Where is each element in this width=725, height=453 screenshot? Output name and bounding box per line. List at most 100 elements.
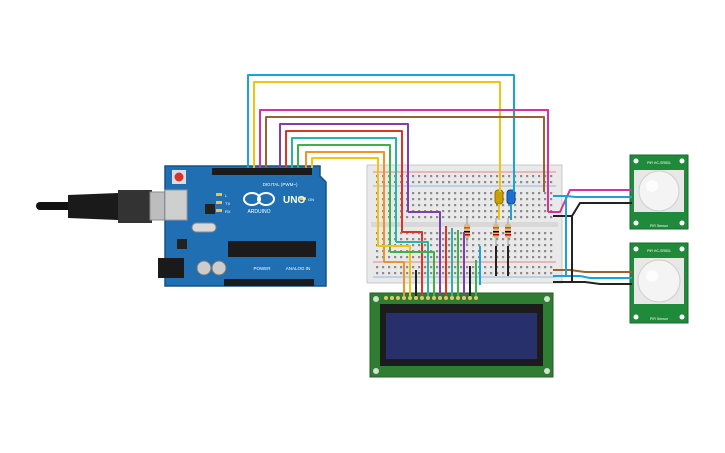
- breadboard-hole: [526, 266, 529, 269]
- breadboard-hole: [472, 198, 475, 201]
- breadboard-hole: [472, 238, 475, 241]
- breadboard-hole: [376, 272, 379, 275]
- breadboard-hole: [448, 266, 451, 269]
- breadboard-hole: [454, 175, 457, 178]
- breadboard-hole: [448, 238, 451, 241]
- breadboard-hole: [448, 256, 451, 259]
- breadboard-hole: [406, 272, 409, 275]
- breadboard-hole: [430, 272, 433, 275]
- breadboard-hole: [544, 198, 547, 201]
- breadboard-hole: [430, 198, 433, 201]
- breadboard-hole: [496, 181, 499, 184]
- resistor-1[interactable]: [464, 218, 470, 246]
- breadboard-hole: [550, 181, 553, 184]
- breadboard-hole: [496, 250, 499, 253]
- pir-sensor-top[interactable]: PIR HC-SR501 PIR Sensor: [629, 154, 689, 230]
- breadboard-hole: [508, 256, 511, 259]
- breadboard-hole: [544, 210, 547, 213]
- breadboard-hole: [520, 181, 523, 184]
- breadboard-hole: [418, 244, 421, 247]
- breadboard-hole: [478, 232, 481, 235]
- breadboard-hole: [424, 198, 427, 201]
- breadboard-hole: [538, 266, 541, 269]
- breadboard-hole: [412, 232, 415, 235]
- breadboard-hole: [430, 256, 433, 259]
- breadboard-hole: [460, 256, 463, 259]
- lcd-pin: [456, 296, 460, 300]
- wire-red: [285, 130, 403, 232]
- breadboard-hole: [532, 192, 535, 195]
- breadboard-hole: [454, 250, 457, 253]
- breadboard-hole: [412, 272, 415, 275]
- lcd-pin: [390, 296, 394, 300]
- pir-sensor-bottom[interactable]: PIR HC-SR501 PIR Sensor: [629, 242, 689, 324]
- resistor-2[interactable]: [493, 218, 499, 246]
- breadboard-hole: [448, 181, 451, 184]
- breadboard-hole: [484, 192, 487, 195]
- led-blue[interactable]: [506, 189, 516, 205]
- breadboard-hole: [466, 175, 469, 178]
- breadboard-hole: [514, 256, 517, 259]
- breadboard-hole: [490, 232, 493, 235]
- breadboard-hole: [430, 192, 433, 195]
- breadboard-hole: [526, 272, 529, 275]
- breadboard-hole: [544, 244, 547, 247]
- breadboard-hole: [376, 256, 379, 259]
- breadboard-hole: [484, 210, 487, 213]
- breadboard-hole: [454, 272, 457, 275]
- pir-top-side-label: PIR Sensor: [650, 224, 669, 228]
- breadboard-hole: [472, 250, 475, 253]
- arduino-uno-board[interactable]: ARDUINO UNO DIGITAL (PWM~) POWER ANALOG …: [158, 165, 327, 287]
- breadboard-hole: [502, 238, 505, 241]
- breadboard-hole: [448, 192, 451, 195]
- breadboard-hole: [412, 216, 415, 219]
- breadboard-hole: [448, 198, 451, 201]
- breadboard-hole: [424, 244, 427, 247]
- breadboard-hole: [544, 204, 547, 207]
- lcd-display[interactable]: [369, 292, 554, 378]
- breadboard-hole: [412, 244, 415, 247]
- breadboard-hole: [490, 256, 493, 259]
- pir-dome: [637, 259, 681, 303]
- breadboard-hole: [544, 216, 547, 219]
- breadboard-hole: [388, 256, 391, 259]
- breadboard-hole: [418, 238, 421, 241]
- breadboard-hole: [442, 181, 445, 184]
- breadboard-hole: [496, 272, 499, 275]
- lcd-pin: [462, 296, 466, 300]
- led-yellow[interactable]: [494, 189, 504, 205]
- breadboard-hole: [478, 192, 481, 195]
- led-label-tx: TX: [225, 201, 230, 206]
- resistor-3[interactable]: [505, 218, 511, 246]
- breadboard-hole: [544, 256, 547, 259]
- lcd-pin: [396, 296, 400, 300]
- breadboard-hole: [436, 272, 439, 275]
- breadboard-hole: [460, 216, 463, 219]
- breadboard-hole: [532, 266, 535, 269]
- wire-yellow-2: [311, 157, 411, 296]
- breadboard-hole: [436, 244, 439, 247]
- breadboard-hole: [520, 256, 523, 259]
- breadboard-hole: [430, 175, 433, 178]
- breadboard-hole: [520, 210, 523, 213]
- breadboard-hole: [466, 204, 469, 207]
- breadboard-hole: [478, 216, 481, 219]
- breadboard-hole: [544, 266, 547, 269]
- breadboard-hole: [508, 266, 511, 269]
- breadboard-hole: [394, 272, 397, 275]
- lcd-screen: [386, 313, 537, 359]
- breadboard-hole: [544, 232, 547, 235]
- breadboard-hole: [478, 238, 481, 241]
- breadboard-hole: [508, 272, 511, 275]
- analog-label: ANALOG IN: [286, 266, 311, 271]
- pir-bottom-side-label: PIR Sensor: [650, 317, 669, 321]
- power-jack: [158, 258, 184, 278]
- breadboard-hole: [460, 244, 463, 247]
- breadboard-hole: [448, 232, 451, 235]
- breadboard-hole: [454, 216, 457, 219]
- breadboard-hole: [460, 250, 463, 253]
- breadboard-hole: [412, 266, 415, 269]
- reset-button[interactable]: [174, 172, 184, 182]
- breadboard-hole: [472, 256, 475, 259]
